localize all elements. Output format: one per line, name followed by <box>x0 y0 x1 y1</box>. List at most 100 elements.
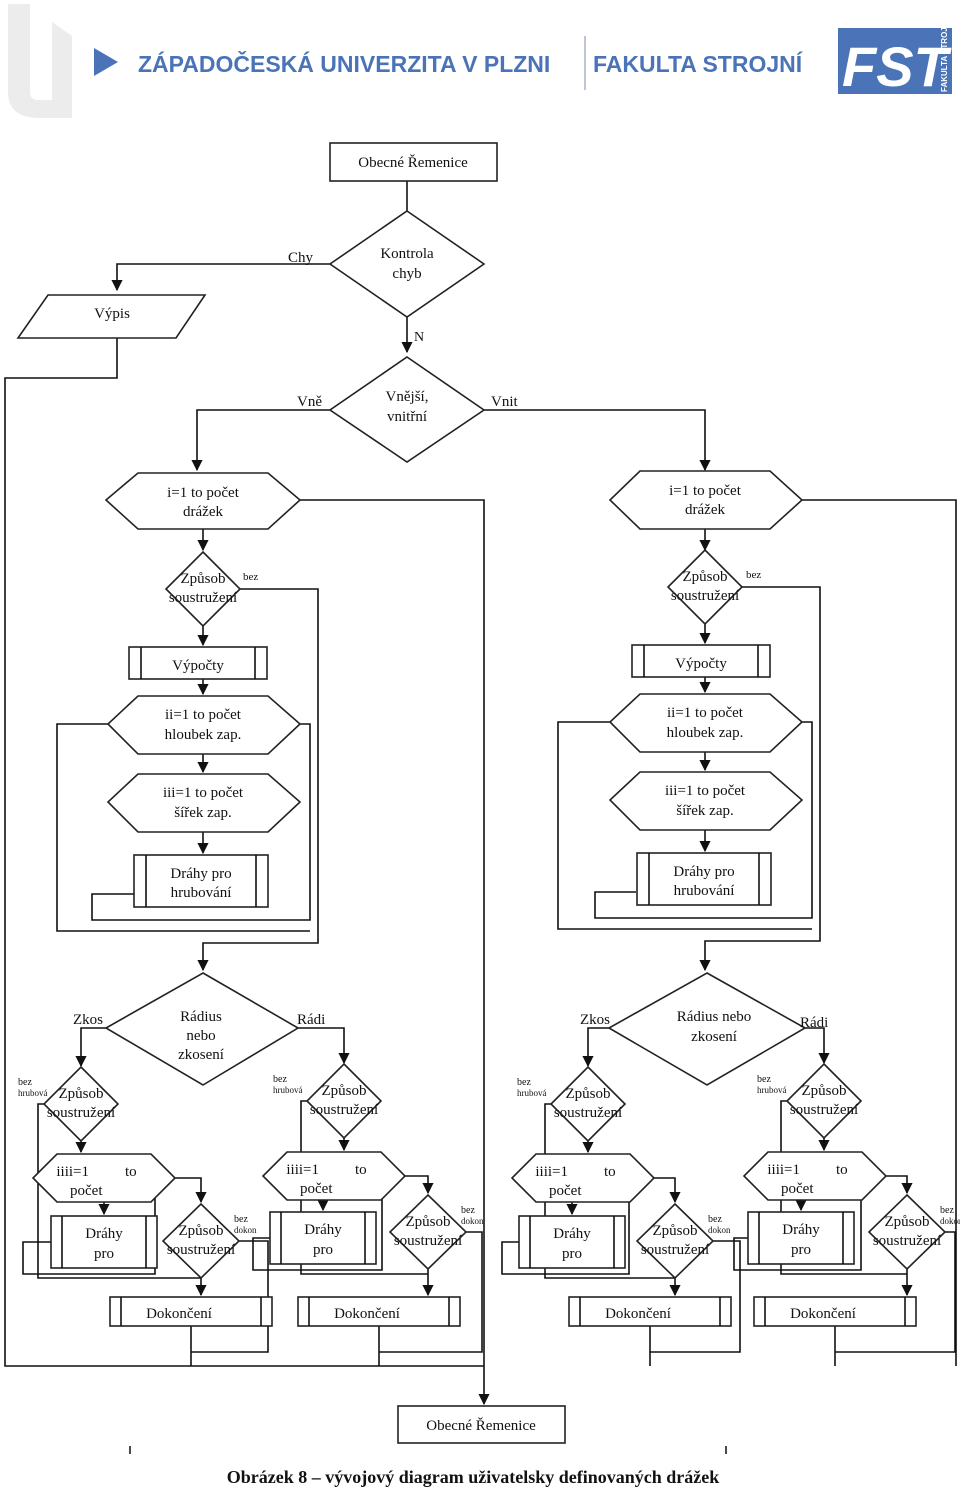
right-chamfer-loop <box>510 1153 656 1203</box>
right-radius-path-l1: Dráhy <box>782 1222 820 1238</box>
left-shape-decision <box>104 972 300 1086</box>
right-radius-loop-l2: počet <box>781 1181 814 1197</box>
play-arrow-icon <box>94 48 118 76</box>
left-loop-width-l2: šířek zap. <box>174 805 231 821</box>
left-loop-width <box>106 773 302 833</box>
end-box <box>397 1405 566 1444</box>
left-chamfer-path-box <box>50 1215 158 1269</box>
left-chamfer-loop-l1a: iiii=1 <box>56 1164 89 1180</box>
left-chamfer-loop-l2: počet <box>70 1183 103 1199</box>
edge-error <box>111 263 330 292</box>
start-box <box>329 142 498 182</box>
right-radius-loop-l1b: to <box>836 1162 848 1178</box>
left-shape-l3: zkosení <box>178 1047 224 1063</box>
left-chamfer-bez-finish: bez <box>234 1214 248 1225</box>
right-chamfer-bez-finish-2: dokon <box>708 1225 731 1235</box>
right-chamfer-loop-l1b: to <box>604 1164 616 1180</box>
right-shape-l2: zkosení <box>691 1029 737 1045</box>
left-rough-l2: hrubování <box>171 885 232 901</box>
edge-l-bez-bypass <box>197 588 319 972</box>
right-radius-loop <box>742 1151 888 1201</box>
right-chamfer-finish-decision <box>635 1202 715 1280</box>
left-radius-edge-path-return <box>252 1186 383 1271</box>
right-radius-finish-label: Dokončení <box>790 1306 856 1322</box>
right-radius-finish-method-l2: soustružení <box>873 1233 941 1249</box>
left-loop-grooves-l2: drážek <box>183 504 223 520</box>
left-radius-loop-l1b: to <box>355 1162 367 1178</box>
edge-l-chamfer <box>75 1027 106 1068</box>
fst-logo <box>838 28 952 94</box>
right-rough-l1: Dráhy pro <box>673 864 734 880</box>
right-loop-grooves-l2: drážek <box>685 502 725 518</box>
left-loop-width-l1: iii=1 to počet <box>163 785 244 801</box>
left-radius-loop-l1a: iiii=1 <box>286 1162 319 1178</box>
left-rough-box <box>133 854 269 908</box>
check-errors-decision <box>328 210 486 318</box>
left-radius-bez-rough: bez <box>273 1074 287 1085</box>
left-radius-method-l1: Způsob <box>322 1083 367 1099</box>
right-method-bez: bez <box>746 569 761 581</box>
edge-inner <box>484 409 711 472</box>
right-radius-bez-rough: bez <box>757 1074 771 1085</box>
edge-r-bez-bypass <box>699 586 821 972</box>
left-rough-l1: Dráhy pro <box>170 866 231 882</box>
edge-output-return <box>4 338 484 1367</box>
edge-r-chamfer <box>582 1027 609 1068</box>
check-label-1: Kontrola <box>380 246 434 262</box>
edge-r-width-loop <box>594 721 813 919</box>
right-radius-method-decision <box>785 1062 863 1140</box>
edge-r-depth-loop <box>557 721 812 930</box>
left-branch: i=1 to počet drážek Způsob soustružení b… <box>73 472 325 1086</box>
edge-outer <box>191 409 330 472</box>
left-method-l1: Způsob <box>181 571 226 587</box>
right-radius-path-l2: pro <box>791 1242 811 1258</box>
figure-caption: Obrázek 8 – vývojový diagram uživatelsky… <box>227 1467 720 1487</box>
start-label: Obecné Řemenice <box>358 154 468 171</box>
edge-label-no: N <box>414 330 424 345</box>
output-label: Výpis <box>94 306 130 322</box>
left-radius-finish-label: Dokončení <box>334 1306 400 1322</box>
right-chamfer-loop-l1a: iiii=1 <box>535 1164 568 1180</box>
right-radius-finish-decision <box>867 1193 947 1271</box>
left-radius-finish-method-l2: soustružení <box>394 1233 462 1249</box>
left-edge-chamfer: Zkos <box>73 1012 103 1028</box>
right-shape-l1: Rádius nebo <box>677 1009 752 1025</box>
left-radius-bez-rough-2: hrubová <box>273 1085 303 1095</box>
right-chamfer-bez-rough: bez <box>517 1077 531 1088</box>
left-shape-l2: nebo <box>186 1028 215 1044</box>
right-chamfer-bez-finish: bez <box>708 1214 722 1225</box>
watermark-logo <box>8 4 72 118</box>
left-edge-radius: Rádi <box>297 1012 325 1028</box>
right-method-decision <box>666 548 744 626</box>
end-label: Obecné Řemenice <box>426 1417 536 1434</box>
left-radius-edge-loop-finish <box>405 1175 434 1195</box>
left-chamfer-loop <box>31 1153 177 1203</box>
left-radius-path-box <box>269 1211 377 1265</box>
faculty-name: FAKULTA STROJNÍ <box>593 50 803 77</box>
right-loop-depth <box>608 693 804 753</box>
left-radius-path-l1: Dráhy <box>304 1222 342 1238</box>
left-radius-finish-method-l1: Způsob <box>406 1214 451 1230</box>
left-shape-l1: Rádius <box>180 1009 222 1025</box>
left-loop-depth-l2: hloubek zap. <box>165 727 242 743</box>
left-loop-depth <box>106 695 302 755</box>
header: ZÁPADOČESKÁ UNIVERZITA V PLZNI FAKULTA S… <box>8 4 953 118</box>
left-chamfer-path-l2: pro <box>94 1246 114 1262</box>
right-radius-method-l1: Způsob <box>802 1083 847 1099</box>
right-radius-bez-finish-2: dokon <box>940 1216 960 1226</box>
left-radius-method-l2: soustružení <box>310 1102 378 1118</box>
right-loop-grooves-l1: i=1 to počet <box>669 483 742 499</box>
right-edge-chamfer: Zkos <box>580 1012 610 1028</box>
left-method-decision <box>164 550 242 628</box>
left-chamfer-finish-method-l2: soustružení <box>167 1242 235 1258</box>
left-chamfer-finish-decision <box>161 1202 241 1280</box>
right-chamfer-finish-method-l2: soustružení <box>641 1242 709 1258</box>
left-method-l2: soustružení <box>169 590 237 606</box>
left-chamfer-bez-rough: bez <box>18 1077 32 1088</box>
right-radius-finish-box <box>753 1296 917 1327</box>
left-chamfer-edge-loop-finish <box>175 1177 207 1204</box>
edge-right-return <box>802 499 957 1366</box>
right-chamfer-finish-box <box>568 1296 732 1327</box>
right-loop-grooves <box>608 470 804 530</box>
